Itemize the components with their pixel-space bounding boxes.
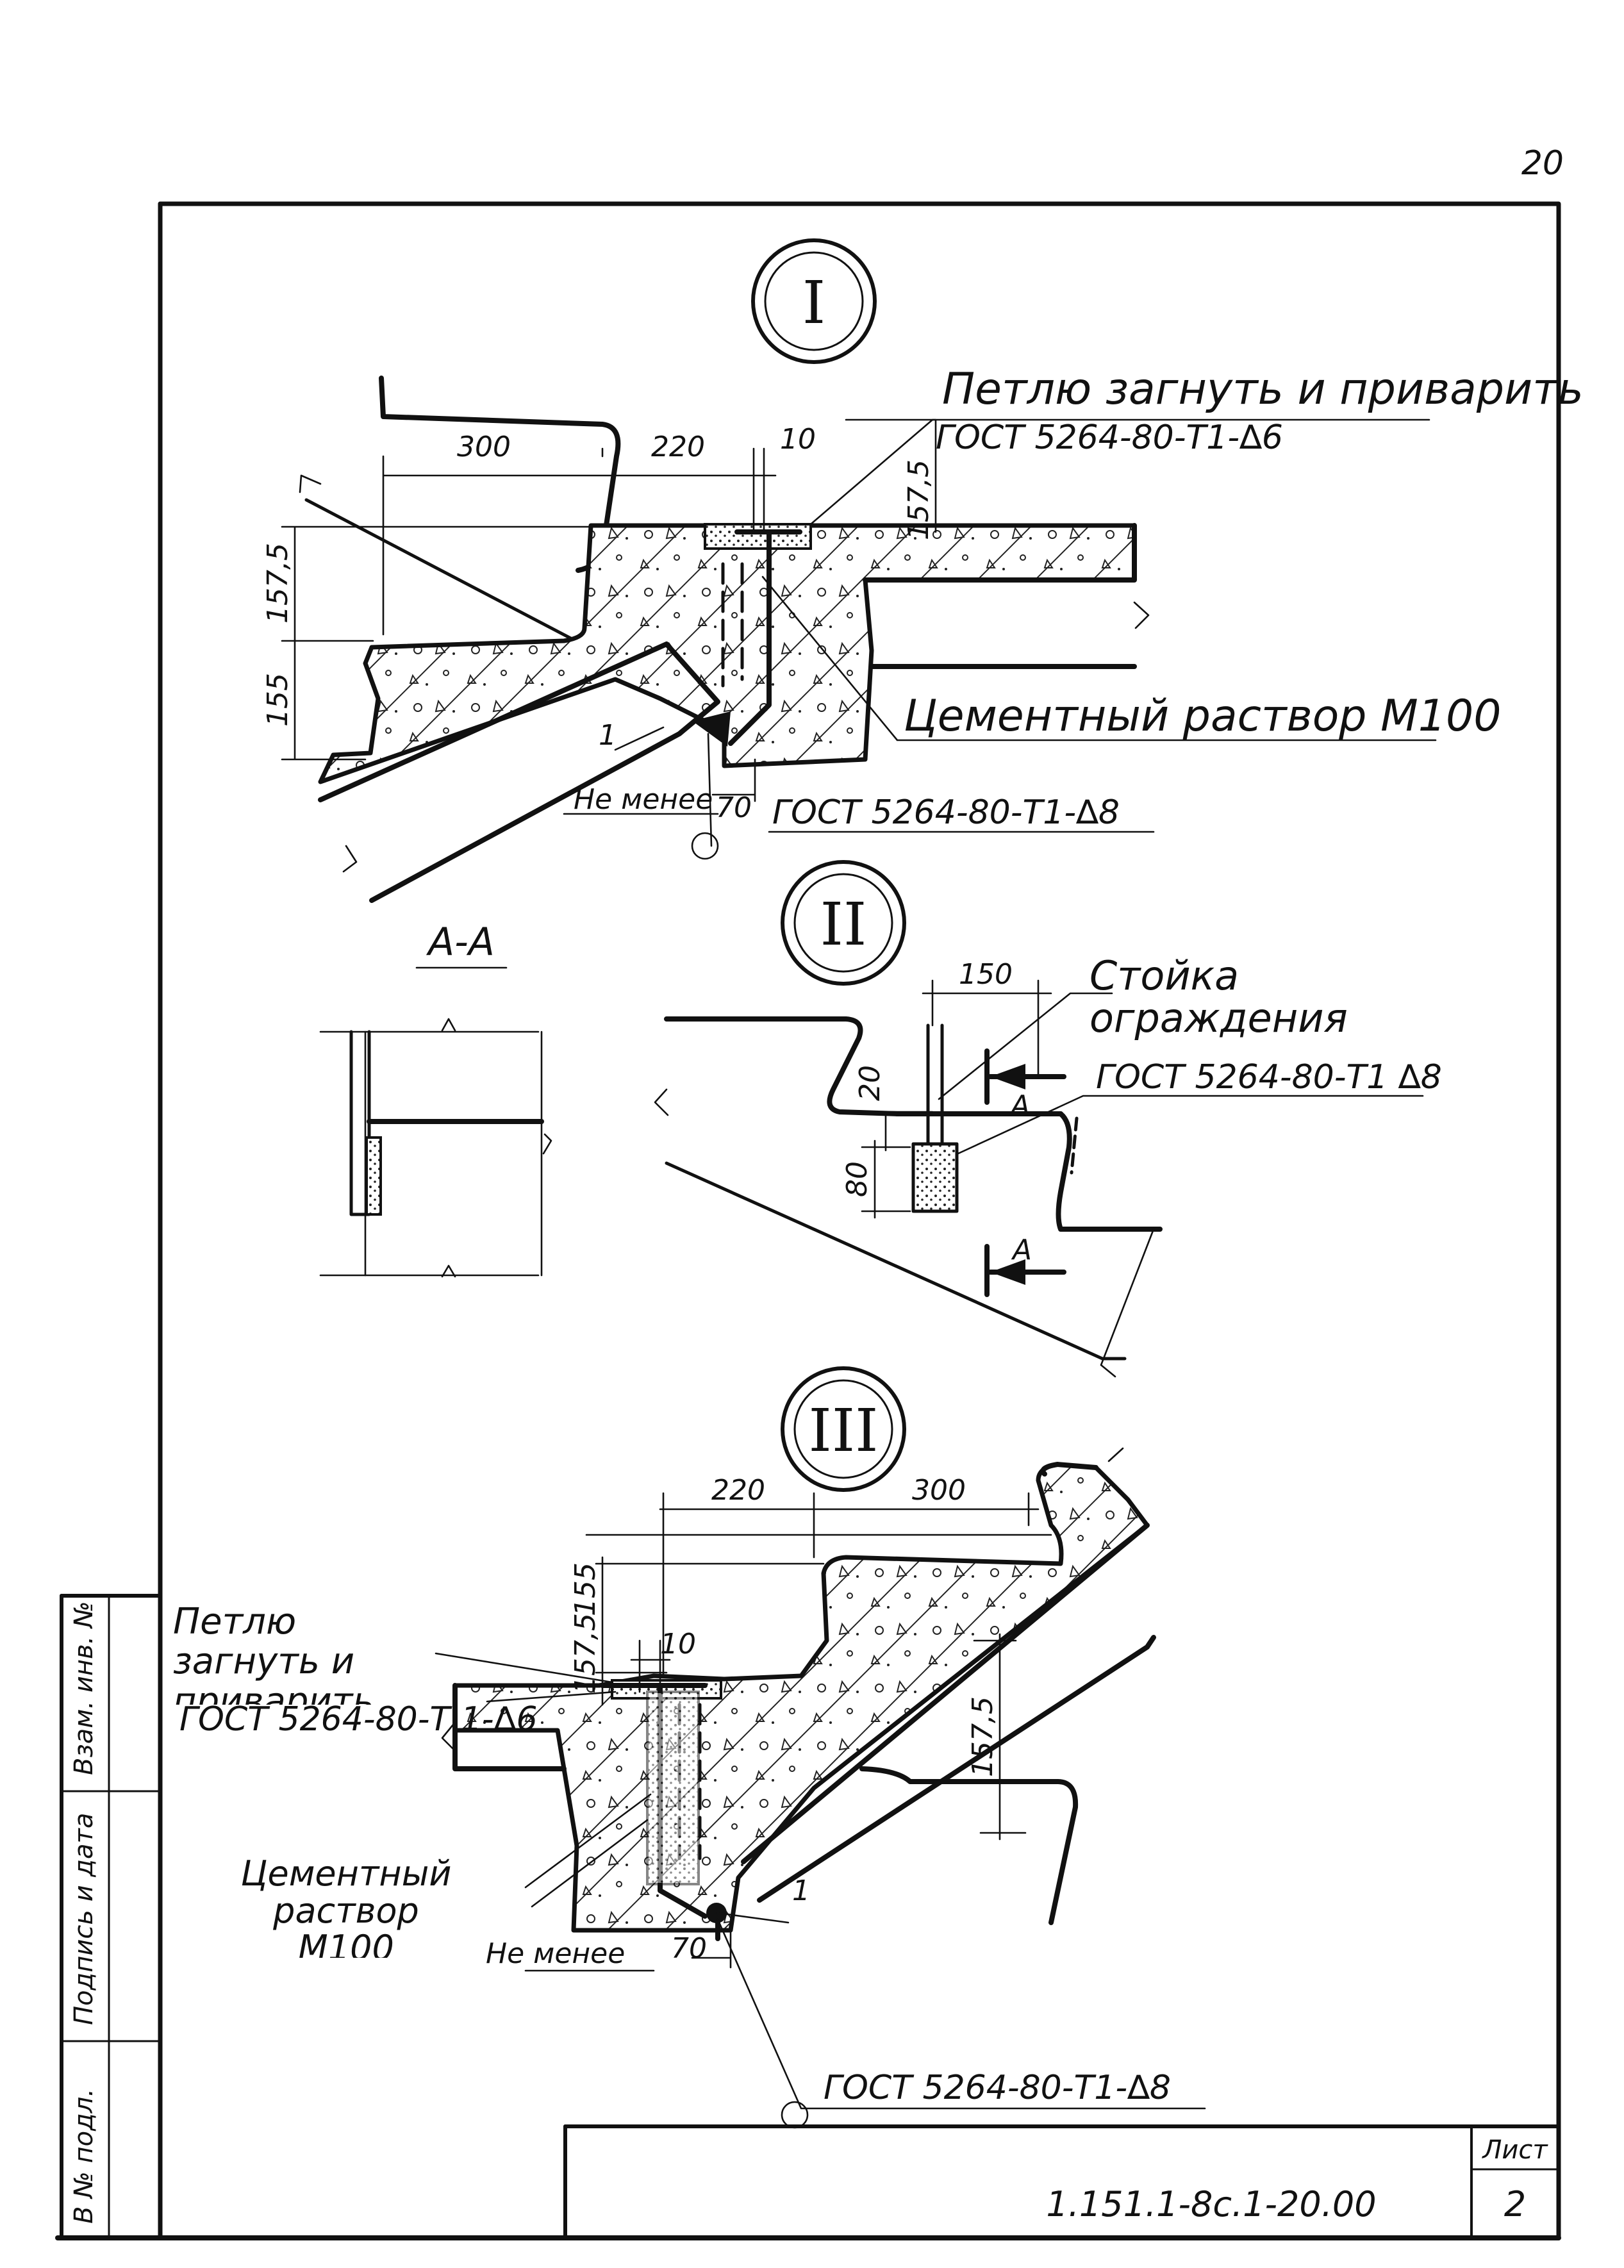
detail-II-stair-outline <box>664 1016 900 1116</box>
detail-III: III 220 300 155 <box>173 1366 1206 2129</box>
detail-II-marker: II <box>781 860 906 986</box>
detail-III-note-mortar: Цементный раствор М100 <box>240 1855 452 1958</box>
detail-III-dim-70: 70 <box>671 1932 707 1965</box>
detail-III-note-weld: Петлю загнуть и приварить <box>173 1602 374 1705</box>
detail-III-gost-weld-bottom: ГОСТ 5264-80-Т1-∆8 <box>824 2069 1171 2107</box>
detail-II-dim-80: 80 <box>841 1161 874 1197</box>
detail-III-dim-300: 300 <box>912 1474 966 1507</box>
stamp-inv-no-original: В № подл. <box>69 2089 99 2224</box>
detail-I-dim-220: 220 <box>651 431 705 463</box>
detail-I: I 300 220 10 157,5 <box>261 238 1584 903</box>
page-number: 20 <box>1521 144 1564 183</box>
detail-III-dim-157-left: 157,5 <box>569 1613 602 1694</box>
detail-III-gost-weld-top: ГОСТ 5264-80-Т 1-∆6 <box>179 1700 538 1739</box>
detail-II-post-base <box>912 1143 958 1213</box>
detail-I-dim-10: 10 <box>780 423 816 456</box>
detail-I-dim-300: 300 <box>457 431 511 463</box>
stamp-replaces-inv-no: Взам. инв. № <box>69 1601 99 1775</box>
detail-II-dim-20: 20 <box>854 1065 886 1101</box>
side-stamp: В № подл. Подпись и дата Взам. инв. № <box>60 1594 162 2239</box>
detail-III-dim-155: 155 <box>569 1562 602 1616</box>
section-AA-title: А-А <box>426 920 495 964</box>
detail-I-note-weld: Петлю загнуть и приварить <box>942 364 1584 415</box>
detail-I-pos-1: 1 <box>599 719 617 752</box>
sheet-number: 2 <box>1504 2184 1526 2224</box>
detail-I-gost-weld-top: ГОСТ 5264-80-Т1-∆6 <box>936 418 1283 457</box>
detail-I-note-mortar: Цементный раствор М100 <box>904 691 1502 741</box>
title-block <box>563 2124 1561 2240</box>
detail-III-marker: III <box>781 1366 906 1492</box>
detail-II-note-post: Стойка ограждения <box>1090 955 1348 1041</box>
detail-I-dim-70: 70 <box>716 791 752 824</box>
sheet-frame <box>55 201 1561 2240</box>
detail-III-concrete <box>452 1462 1150 1933</box>
detail-III-marker-label: III <box>808 1396 878 1465</box>
detail-III-note-mortar-box: Цементный раствор М100 <box>240 1855 452 1958</box>
detail-III-note-weld-box: Петлю загнуть и приварить <box>173 1602 374 1705</box>
detail-I-dim-155: 155 <box>261 673 294 727</box>
detail-II-note-post-box: Стойка ограждения <box>1090 955 1348 1041</box>
detail-III-note-min: Не менее <box>486 1937 625 1970</box>
detail-II: II А-А А А <box>319 860 1442 1378</box>
stamp-signature-date: Подпись и дата <box>69 1813 99 2025</box>
detail-I-dim-157-left: 157,5 <box>261 543 294 624</box>
detail-I-mortar-pad <box>704 523 812 550</box>
detail-III-dim-10: 10 <box>660 1628 696 1660</box>
detail-I-weld <box>692 711 731 747</box>
detail-III-dim-220: 220 <box>711 1474 765 1507</box>
detail-I-gost-weld-bottom: ГОСТ 5264-80-Т1-∆8 <box>772 793 1120 832</box>
document-code: 1.151.1-8с.1-20.00 <box>1046 2184 1376 2224</box>
detail-II-marker-label: II <box>820 890 867 959</box>
section-AA-view <box>319 1018 552 1278</box>
detail-II-dim-150: 150 <box>959 958 1013 991</box>
detail-II-gost-post: ГОСТ 5264-80-Т1 ∆8 <box>1096 1058 1442 1097</box>
detail-III-dim-157-right: 157,5 <box>966 1696 999 1777</box>
detail-III-weld <box>706 1903 727 1923</box>
detail-I-note-min: Не менее <box>574 783 713 816</box>
detail-III-pos-1: 1 <box>792 1875 810 1907</box>
detail-I-marker-label: I <box>802 269 825 337</box>
detail-I-marker: I <box>751 238 877 364</box>
detail-I-dim-157-top: 157,5 <box>902 459 935 540</box>
sheet-label: Лист <box>1481 2135 1548 2165</box>
detail-II-cut-label-bottom: А <box>1011 1234 1032 1266</box>
detail-II-cut-label-top: А <box>1009 1089 1030 1122</box>
